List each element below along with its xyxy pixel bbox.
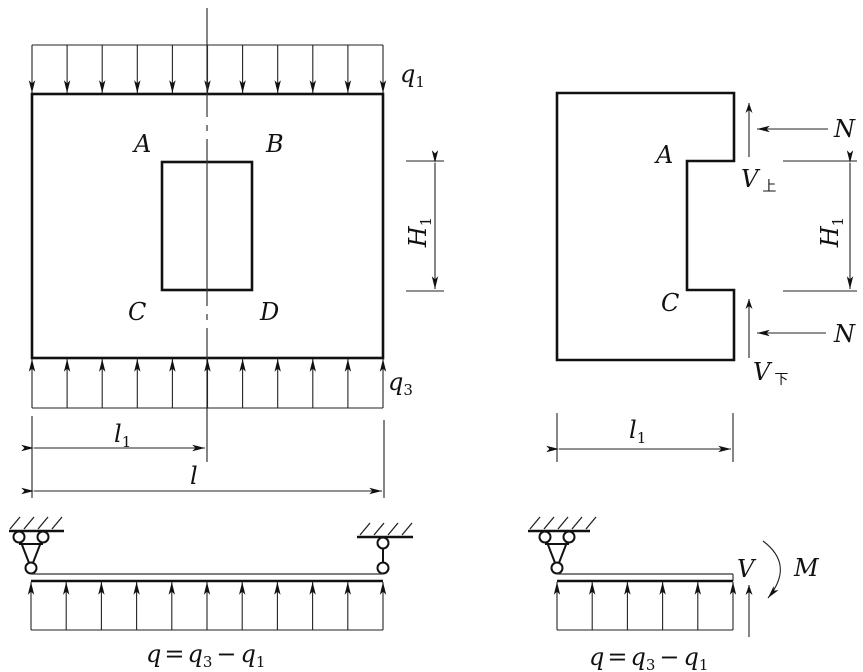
axial-force-top-label: N	[833, 115, 856, 143]
ground-hatch-line	[557, 516, 569, 530]
ground-hatch-line	[359, 522, 371, 536]
half-span-label: l1	[114, 420, 131, 451]
wall-elevation: q1 A B C D H1 q3	[21, 8, 444, 498]
full-beam-model: q=q3−q1	[9, 516, 413, 671]
opening-height-dimension: H1	[404, 150, 444, 292]
corner-label-b: B	[265, 130, 284, 158]
end-shear-label: V	[737, 555, 757, 583]
ground-hatch-line	[23, 516, 35, 530]
ground-hatch-line	[585, 516, 597, 530]
axial-force-bottom-label: N	[833, 320, 856, 348]
corner-label-d: D	[259, 298, 279, 326]
ground-hatch-line	[9, 516, 21, 530]
corner-label-a-right: A	[654, 141, 673, 169]
corner-label-a: A	[132, 130, 151, 158]
half-beam-model: V M q=q3−q1	[528, 516, 820, 672]
top-load-arrows	[28, 45, 387, 93]
half-beam-load-formula: q=q3−q1	[589, 643, 708, 672]
opening-height-label-right: H1	[816, 217, 847, 248]
pin-support-left	[9, 516, 64, 575]
bottom-distributed-load: q3	[28, 358, 413, 409]
pin-support-half	[528, 516, 597, 575]
end-moment-arrow	[762, 540, 781, 599]
top-load-label: q1	[400, 60, 425, 91]
opening-height-label: H1	[404, 217, 435, 248]
end-moment-label: M	[793, 554, 820, 582]
span-label: l	[190, 462, 198, 490]
half-wall-outline	[555, 91, 736, 362]
ground-hatch-line	[37, 516, 49, 530]
half-width-dimension: l1	[546, 413, 734, 462]
half-width-label: l1	[629, 416, 646, 447]
corner-label-c-right: C	[661, 289, 679, 317]
ground-hatch-line	[387, 522, 399, 536]
opening-height-dimension-right: H1	[783, 150, 857, 292]
bottom-load-arrows	[28, 358, 387, 408]
corner-label-c: C	[128, 298, 146, 326]
ground-hatch-line	[543, 516, 555, 530]
ground-hatch-line	[529, 516, 541, 530]
top-distributed-load: q1	[28, 44, 425, 93]
ground-hatch-line	[401, 522, 413, 536]
ground-hatch-line	[51, 516, 63, 530]
span-dimensions: l1 l	[21, 416, 385, 498]
half-beam-load-arrows	[553, 582, 737, 630]
bottom-load-label: q3	[388, 368, 413, 399]
ground-hatch-line	[373, 522, 385, 536]
beam-load-formula: q=q3−q1	[146, 640, 265, 671]
link-support-right	[357, 522, 413, 575]
ground-hatch-line	[571, 516, 583, 530]
beam-load-arrows	[27, 582, 387, 630]
